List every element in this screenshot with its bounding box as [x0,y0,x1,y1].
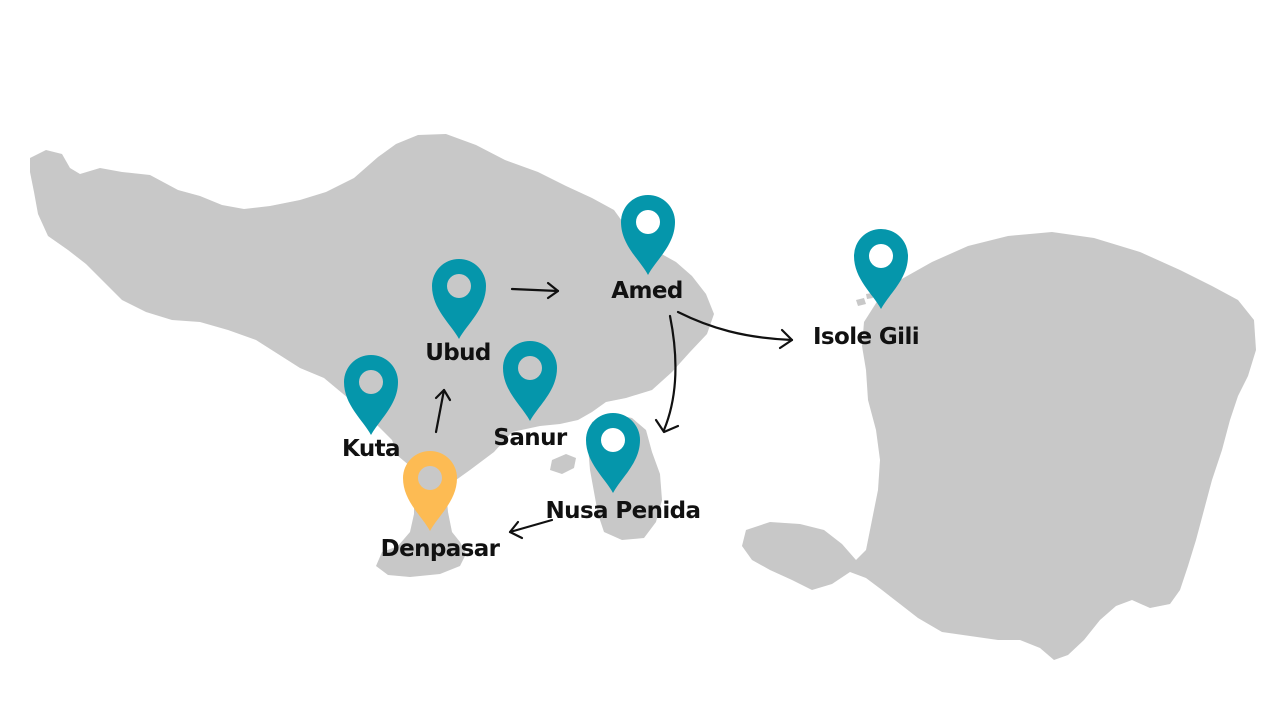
location-label: Ubud [425,340,491,366]
nusa-lembongan [550,454,576,474]
location-ubud[interactable]: Ubud [425,259,491,366]
location-sanur[interactable]: Sanur [493,341,568,451]
route-arrow-icon [510,281,560,300]
gili-islands [856,293,873,306]
route-arrow-icon [508,518,554,540]
lombok-landmass [742,232,1256,660]
route-arrows [434,281,794,540]
location-denpasar[interactable]: Denpasar [381,451,501,562]
location-pins: Amed Isole Gili Ubud Sanur Kuta Nusa Pen… [342,195,920,562]
location-label: Isole Gili [813,324,919,350]
location-label: Kuta [342,436,400,462]
location-label: Amed [611,278,682,304]
route-arrow-icon [654,314,680,434]
route-arrow-icon [676,310,794,350]
location-label: Nusa Penida [546,498,701,524]
lombok-island [742,232,1256,660]
location-nusa-penida[interactable]: Nusa Penida [546,413,701,524]
location-label: Denpasar [381,536,501,562]
location-label: Sanur [493,425,567,451]
location-kuta[interactable]: Kuta [342,355,401,462]
location-amed[interactable]: Amed [611,195,683,304]
route-arrow-icon [434,388,452,434]
location-isole-gili[interactable]: Isole Gili [813,229,920,350]
